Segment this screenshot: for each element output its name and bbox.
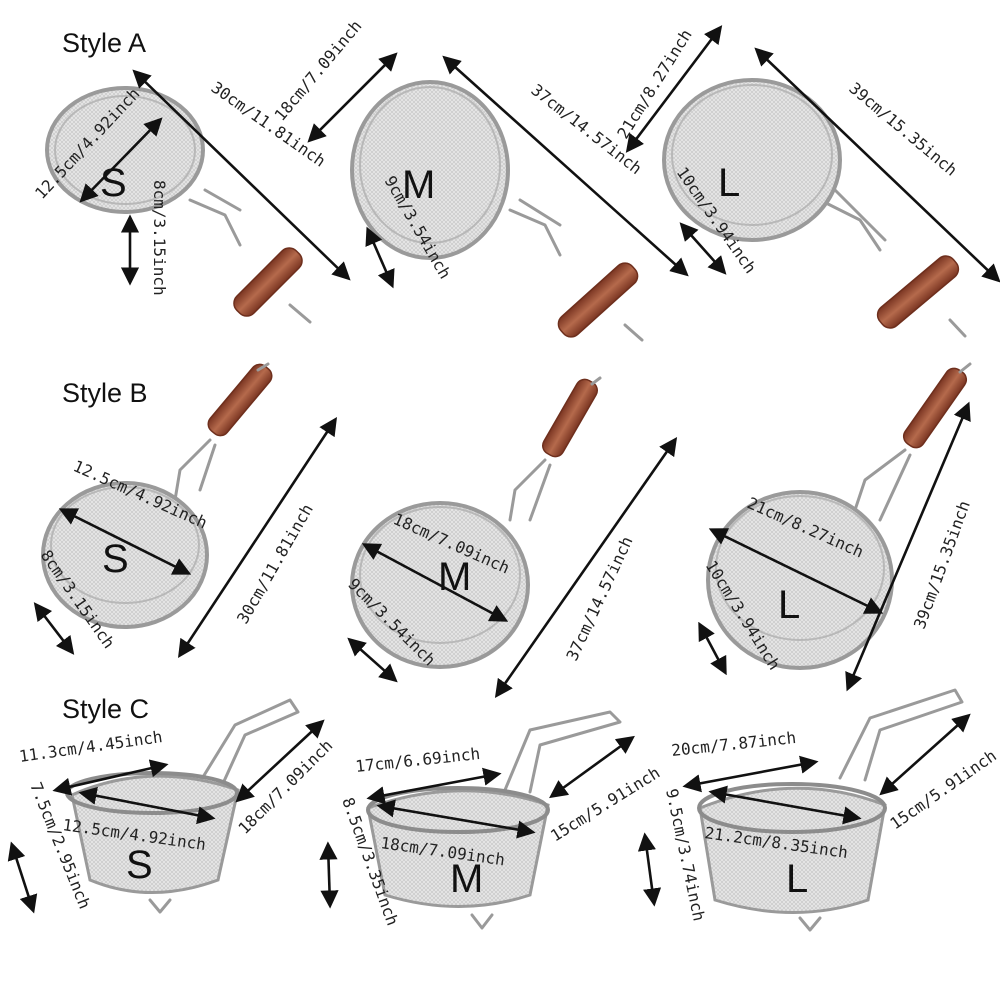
wooden-handle — [207, 363, 273, 437]
size-label-m: M — [402, 163, 435, 207]
style-a-small-depth: 8cm/3.15inch — [150, 180, 169, 296]
style-c-small-top-width: 11.3cm/4.45inch — [18, 727, 164, 766]
style-c-large-top-width: 20cm/7.87inch — [670, 728, 797, 760]
size-label-l: L — [786, 857, 808, 901]
size-label-s: S — [102, 537, 129, 581]
style-c-label: Style C — [62, 694, 149, 724]
style-c-large-handle: 15cm/5.91inch — [886, 746, 999, 833]
style-a-large-length: 39cm/15.35inch — [845, 79, 961, 180]
style-b-medium-length: 37cm/14.57inch — [562, 533, 636, 663]
style-a-label: Style A — [62, 28, 146, 58]
size-label-m: M — [450, 857, 483, 901]
size-label-s: S — [126, 843, 153, 887]
style-b-small-length: 30cm/11.81inch — [233, 501, 317, 627]
size-label-l: L — [718, 161, 740, 205]
strainer-style-a-medium — [350, 80, 644, 342]
style-c-medium-top-width: 17cm/6.69inch — [354, 744, 481, 776]
wooden-handle — [902, 367, 968, 449]
style-b-label: Style B — [62, 378, 148, 408]
style-a-medium-diameter: 18cm/7.09inch — [271, 16, 366, 124]
wooden-handle — [542, 378, 598, 458]
style-c-medium-handle: 15cm/5.91inch — [547, 763, 663, 845]
size-label-l: L — [778, 583, 800, 627]
style-c-small-handle: 18cm/7.09inch — [234, 736, 336, 838]
